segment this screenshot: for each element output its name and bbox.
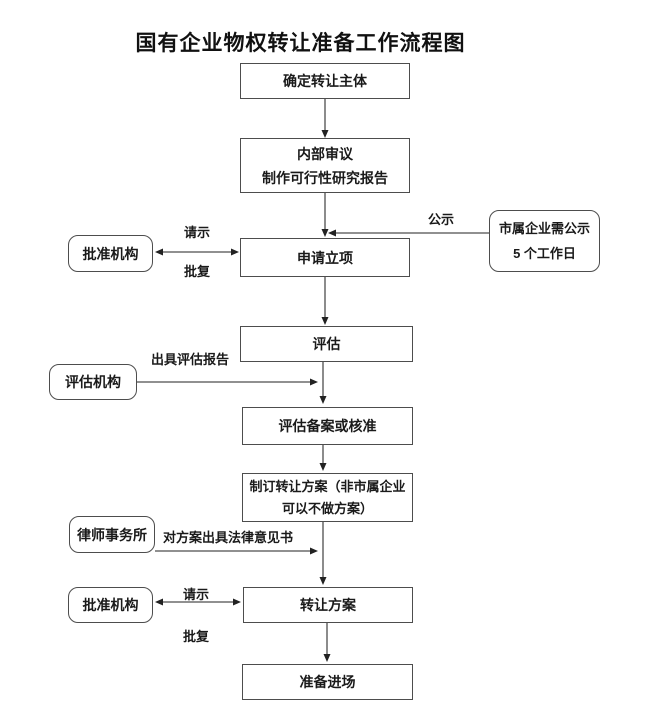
side-node-law-firm: 律师事务所 [69, 516, 155, 553]
flow-step-evaluation: 评估 [240, 326, 413, 362]
side-node-public-notice: 市属企业需公示 5 个工作日 [489, 210, 600, 272]
arrow-approval-bottom-step7 [155, 598, 241, 606]
side-node-label: 批准机构 [82, 245, 139, 262]
step-label: 确定转让主体 [283, 73, 367, 89]
flow-step-apply-project: 申请立项 [240, 238, 410, 277]
side-node-label: 评估机构 [65, 374, 121, 390]
step-label: 评估 [312, 336, 341, 352]
edge-label-evaluation-report: 出具评估报告 [151, 352, 230, 367]
arrow-step5-step6 [319, 445, 327, 471]
side-node-approval-agency-top: 批准机构 [68, 235, 153, 272]
side-node-approval-agency-bottom: 批准机构 [68, 587, 153, 623]
flow-step-evaluation-filing: 评估备案或核准 [242, 407, 413, 445]
step-label: 申请立项 [297, 249, 353, 266]
side-node-label-line1: 市属企业需公示 [498, 221, 590, 236]
page-title: 国有企业物权转让准备工作流程图 [135, 32, 466, 55]
step-label-line2: 可以不做方案） [281, 500, 373, 516]
edge-label-reply-bottom: 批复 [183, 629, 210, 644]
step-label-line1: 内部审议 [297, 145, 353, 162]
edge-label-request-top: 请示 [184, 225, 211, 240]
arrow-step2-step3 [321, 193, 329, 237]
side-node-label: 批准机构 [82, 597, 139, 613]
side-node-evaluation-agency: 评估机构 [49, 364, 137, 400]
side-node-label: 律师事务所 [77, 526, 147, 543]
flow-step-transfer-plan: 转让方案 [243, 587, 413, 623]
arrow-public-notice-step3 [328, 229, 489, 237]
step-label: 评估备案或核准 [278, 418, 377, 434]
flow-step-prepare-entry: 准备进场 [242, 664, 413, 700]
arrow-eval-agency-join [137, 378, 318, 386]
edge-label-request-bottom: 请示 [183, 587, 210, 602]
step-label-line2: 制作可行性研究报告 [262, 169, 388, 186]
arrow-step3-step4 [321, 277, 329, 325]
edge-label-legal-opinion: 对方案出具法律意见书 [163, 530, 294, 545]
arrow-step6-step7 [319, 522, 327, 585]
flow-step-draft-transfer-plan: 制订转让方案（非市属企业 可以不做方案） [242, 473, 413, 522]
arrow-step4-step5 [319, 362, 327, 404]
arrow-law-firm-join [155, 547, 318, 555]
edge-label-public-notice: 公示 [428, 212, 455, 227]
side-node-label-line2: 5 个工作日 [513, 246, 576, 261]
step-label-line1: 制订转让方案（非市属企业 [249, 478, 406, 494]
step-label: 转让方案 [300, 597, 356, 613]
arrow-approval-top-step3 [155, 248, 239, 256]
flow-step-determine-subject: 确定转让主体 [240, 63, 410, 99]
arrow-step7-step8 [323, 623, 331, 662]
arrow-step1-step2 [321, 99, 329, 138]
flow-step-internal-review: 内部审议 制作可行性研究报告 [240, 138, 410, 193]
step-label: 准备进场 [299, 674, 356, 690]
edge-label-reply-top: 批复 [184, 264, 211, 279]
